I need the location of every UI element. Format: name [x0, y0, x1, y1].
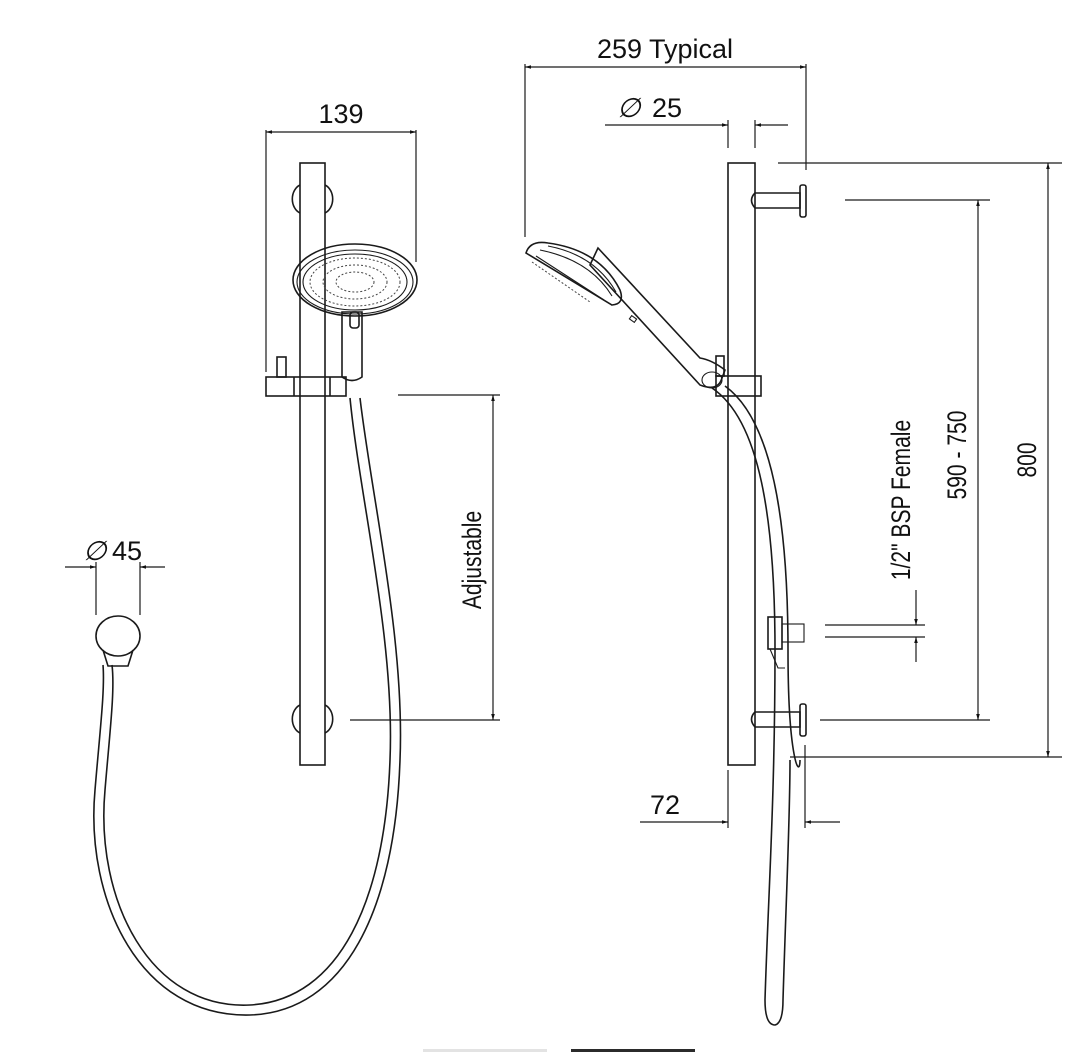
page-indicator-2-active[interactable]: [571, 1049, 695, 1052]
dimension-width-typical: 259 Typical: [597, 34, 733, 64]
inlet-elbow: [767, 616, 805, 669]
rail: [299, 162, 326, 766]
slider-bracket: [265, 356, 347, 397]
dimension-outlet-diameter: 45: [112, 536, 142, 566]
shower-head-side: [525, 241, 726, 389]
shower-head-front: [292, 243, 418, 317]
dimension-bracket-spacing: 590 - 750: [943, 411, 973, 500]
dimension-adjustable: Adjustable: [458, 511, 488, 609]
hose-side: [711, 387, 791, 1026]
page-indicator-1[interactable]: [423, 1049, 547, 1052]
outlet-diameter-symbol: ∅: [83, 536, 108, 566]
hose-front: [103, 397, 392, 1006]
side-view: 259 Typical ∅ 25 800 590 - 750 1/2" BSP …: [524, 34, 1062, 1026]
dimension-width-front: 139: [318, 99, 363, 129]
inlet-note: 1/2" BSP Female: [887, 420, 917, 580]
bottom-bracket-side: [750, 703, 807, 737]
dimension-total-height: 800: [1013, 442, 1043, 477]
wall-outlet: [95, 615, 141, 667]
dimension-rail-diameter: 25: [652, 93, 682, 123]
top-bracket-side: [750, 184, 807, 218]
rail-diameter-symbol: ∅: [617, 93, 642, 123]
handset-button: [349, 311, 360, 329]
top-wall-bracket: [291, 184, 334, 214]
bottom-wall-bracket: [291, 704, 334, 734]
dimension-projection: 72: [650, 790, 680, 820]
front-view: 139 Adjustable ∅ 45: [65, 99, 500, 1016]
handset-handle: [341, 311, 363, 382]
rail-side: [727, 162, 756, 766]
